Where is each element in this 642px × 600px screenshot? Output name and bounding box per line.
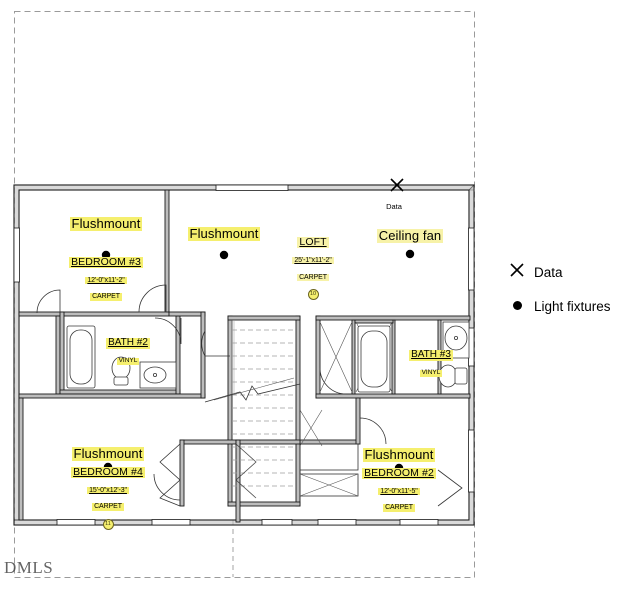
- filled-dot-icon: [500, 298, 534, 314]
- room-label-bedroom-2: Flushmount BEDROOM #2 12'-0"x11'-5" CARP…: [362, 447, 436, 512]
- data-symbol-icon: [390, 178, 404, 192]
- room-label-bedroom-4: Flushmount BEDROOM #4 15'-0"x12'-3" CARP…: [48, 446, 168, 531]
- room-tag-loft: 10: [307, 289, 319, 301]
- data-annotation-label: Data: [386, 202, 402, 211]
- watermark: DMLS: [4, 558, 54, 577]
- light-fixture-dot: [219, 250, 229, 260]
- room-tag-bedroom-4: 11: [102, 519, 114, 531]
- room-label-loft: LOFT 25'-1"x11'-2" CARPET 10: [273, 233, 353, 301]
- legend-label-light-fixtures: Light fixtures: [534, 298, 611, 314]
- legend: Data Light fixtures: [500, 255, 632, 323]
- legend-item-data: Data: [500, 255, 632, 289]
- stair-treads: [232, 329, 296, 487]
- windows: [13, 184, 475, 526]
- light-fixture-dot: [405, 249, 415, 259]
- legend-item-light-fixtures: Light fixtures: [500, 289, 632, 323]
- x-mark-icon: [500, 262, 534, 282]
- room-label-bedroom-3: Flushmount BEDROOM #3 12'-0"x11'-2" CARP…: [69, 216, 143, 301]
- legend-label-data: Data: [534, 264, 563, 280]
- fixture-label-ceiling-fan: Ceiling fan: [376, 228, 444, 243]
- room-label-bath-2: BATH #2 VINYL: [106, 337, 150, 365]
- staircase: [204, 320, 301, 487]
- fixture-label-loft-flushmount: Flushmount: [187, 226, 261, 241]
- room-label-bath-3: BATH #3 VINYL: [409, 349, 453, 377]
- interior-walls: [18, 189, 471, 523]
